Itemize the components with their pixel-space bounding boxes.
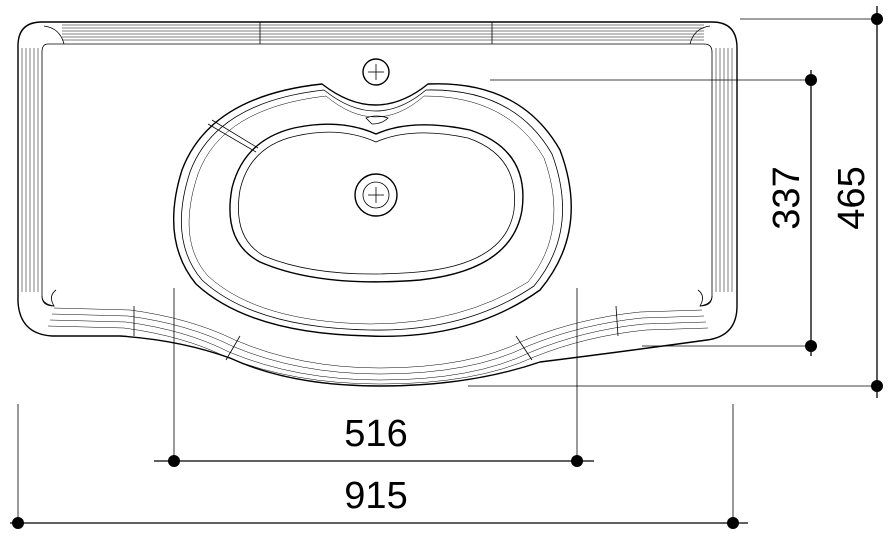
basin-outer-rim xyxy=(173,83,572,337)
dimension-basin-width: 516 xyxy=(154,288,594,467)
basin-inner-bowl-line-2 xyxy=(238,131,516,275)
right-moulding xyxy=(715,48,733,292)
left-moulding xyxy=(21,48,39,292)
back-moulding xyxy=(43,22,711,45)
vanity-outer-outline xyxy=(17,21,738,387)
dimension-overall-depth: 465 xyxy=(468,6,883,398)
vanity-inner-rim xyxy=(48,43,713,307)
dimension-label-overall-width: 915 xyxy=(344,475,407,517)
vanity-top xyxy=(17,21,738,387)
overflow-slot xyxy=(365,115,389,125)
dimension-label-overall-depth: 465 xyxy=(831,166,873,229)
dimension-label-basin-depth: 337 xyxy=(766,166,808,229)
dimension-basin-depth: 337 xyxy=(490,70,817,356)
vanity-inner-rim-left xyxy=(41,43,55,307)
basin-inner-bowl xyxy=(229,123,524,283)
basin-rim-line-3 xyxy=(188,95,555,325)
basin-rim-line-2 xyxy=(181,89,563,331)
basin xyxy=(173,83,572,337)
front-moulding xyxy=(41,289,713,385)
tap-hole xyxy=(362,58,390,86)
dimension-label-basin-width: 516 xyxy=(344,413,407,455)
drain-hole xyxy=(354,173,398,217)
dimension-overall-width: 915 xyxy=(10,404,748,529)
